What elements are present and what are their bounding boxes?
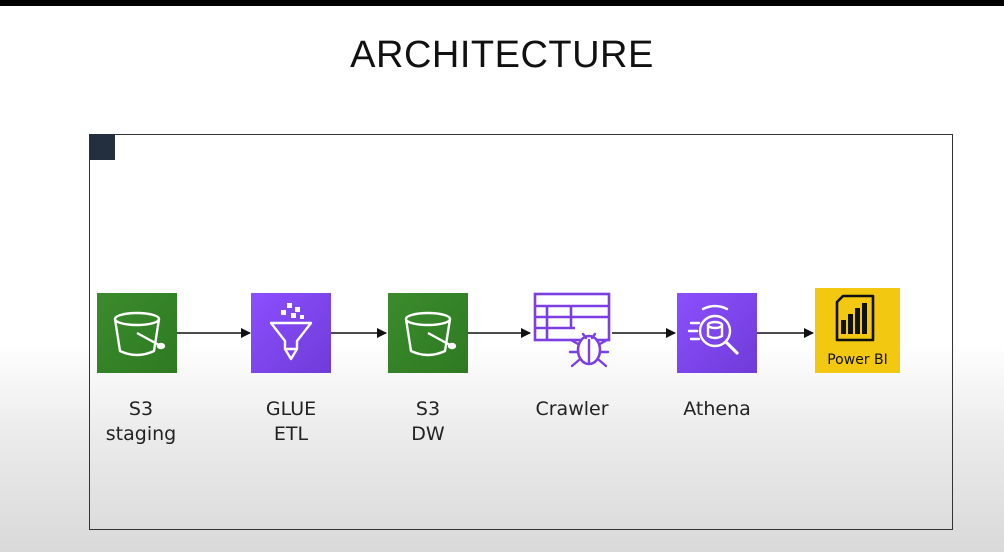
- page-title: ARCHITECTURE: [350, 34, 654, 76]
- node-label-line2: DW: [411, 423, 445, 445]
- athena-node: [677, 293, 757, 373]
- s3-staging-label: S3 staging: [97, 397, 185, 447]
- glue-funnel-icon: [269, 303, 313, 361]
- diagram-frame: [89, 134, 953, 530]
- glue-crawler-icon: [533, 292, 611, 368]
- node-label-line1: GLUE: [265, 398, 317, 420]
- node-label-line1: Athena: [683, 398, 751, 420]
- top-bar: [0, 0, 1004, 6]
- s3-dw-label: S3 DW: [388, 397, 468, 447]
- power-bi-logo: [835, 294, 875, 342]
- power-bi-node: Power BI: [815, 288, 900, 373]
- s3-dw-node: [388, 293, 468, 373]
- athena-icon: [687, 304, 739, 355]
- crawler-label: Crawler: [527, 397, 617, 422]
- crawler-node: [531, 290, 613, 372]
- s3-bucket-icon: [113, 311, 166, 357]
- aws-cloud-badge-icon: [89, 134, 115, 160]
- power-bi-logo-text: Power BI: [827, 352, 888, 368]
- node-label-line1: S3: [128, 398, 154, 420]
- s3-bucket-icon: [404, 311, 457, 357]
- glue-etl-label: GLUE ETL: [251, 397, 331, 447]
- node-label-line1: Crawler: [535, 398, 609, 420]
- node-label-line2: staging: [105, 423, 177, 445]
- glue-etl-node: [251, 293, 331, 373]
- athena-label: Athena: [672, 397, 762, 422]
- s3-staging-node: [97, 293, 177, 373]
- node-label-line2: ETL: [273, 423, 309, 445]
- node-label-line1: S3: [415, 398, 441, 420]
